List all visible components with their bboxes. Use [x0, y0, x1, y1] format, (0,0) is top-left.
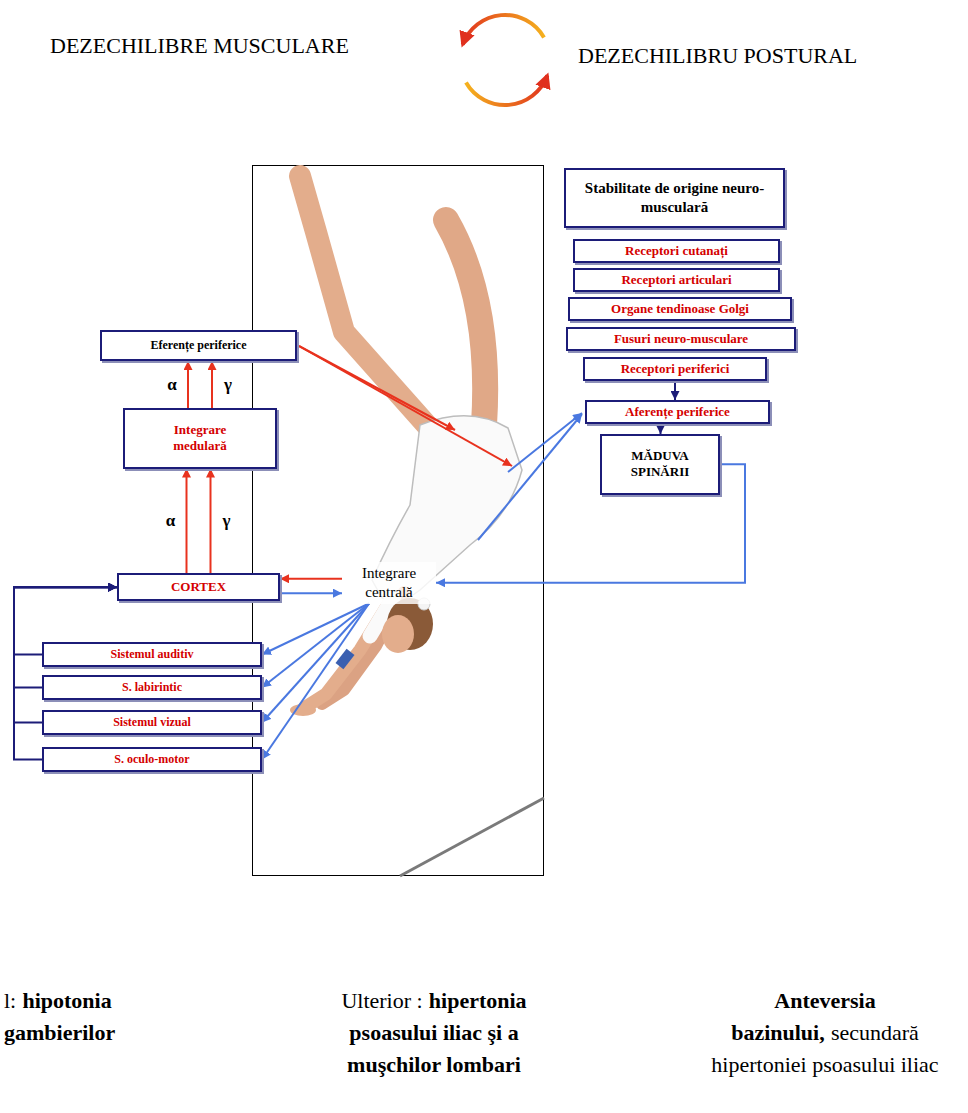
neuro-box: Aferențe periferice [585, 400, 770, 424]
signal-connector [211, 361, 213, 408]
signal-connector [187, 361, 189, 408]
box-text: S. labirintic [50, 680, 254, 695]
signal-connector [14, 587, 117, 687]
beam-line [400, 798, 544, 876]
box-text: Integrare centrală [344, 564, 434, 602]
signal-connector [262, 604, 369, 688]
signal-label: α [166, 512, 176, 529]
afferent-leader-lines [478, 413, 582, 540]
neuro-box: Eferențe periferice [100, 330, 297, 361]
note-block: l:hipotonia gambierilor [4, 985, 182, 1049]
signal-connector [674, 381, 676, 400]
neuro-box: Receptori cutanați [573, 239, 780, 263]
efferent-leader-lines [299, 346, 512, 466]
neuro-box: Integrare medulară [123, 408, 277, 469]
cycle-arrows [463, 15, 548, 105]
signal-label: γ [223, 512, 231, 529]
box-text: Aferențe periferice [593, 404, 762, 420]
box-text: Stabilitate de origine neuro-musculară [572, 179, 777, 217]
neuro-box: Receptori periferici [583, 357, 767, 381]
signal-label: γ [224, 376, 232, 393]
signal-connector [186, 469, 188, 574]
integration-node: Integrare centrală [342, 562, 436, 604]
neuro-box: Sistemul vizual [42, 710, 262, 735]
neuro-box: CORTEX [117, 573, 280, 601]
box-text: MĂDUVA SPINĂRII [608, 448, 712, 481]
signal-connector [660, 424, 662, 434]
photo-frame [253, 166, 544, 876]
signal-connector [210, 469, 212, 574]
signal-connector [262, 604, 369, 723]
neuro-box: S. oculo-motor [42, 747, 262, 772]
note-text: hipotonia gambierilor [4, 988, 115, 1045]
neuro-box: Sistemul auditiv [42, 642, 262, 667]
signal-connector [280, 578, 342, 580]
box-text: Receptori cutanați [581, 243, 772, 259]
box-text: S. oculo-motor [50, 752, 254, 767]
box-text: Sistemul auditiv [50, 647, 254, 662]
gymnast-figure [290, 176, 522, 716]
box-text: Sistemul vizual [50, 715, 254, 730]
note-text: Ulterior : [341, 988, 422, 1013]
neuro-box: MĂDUVA SPINĂRII [600, 434, 720, 495]
neuro-box: Stabilitate de origine neuro-musculară [564, 168, 785, 228]
box-text: Eferențe periferice [108, 338, 289, 353]
box-text: CORTEX [125, 579, 272, 595]
box-text: Integrare medulară [155, 422, 245, 455]
signal-connector [262, 604, 369, 760]
signal-label: α [167, 376, 177, 393]
note-block: Ulterior :hipertonia psoasului iliac şi … [318, 985, 550, 1081]
neuro-box: S. labirintic [42, 675, 262, 700]
note-text: l: [4, 988, 16, 1013]
signal-connector [280, 592, 342, 594]
box-text: Fusuri neuro-musculare [574, 331, 788, 347]
note-text: DEZECHILIBRU POSTURAL [578, 43, 857, 68]
neuro-box: Fusuri neuro-musculare [566, 327, 796, 351]
neuro-box: Receptori articulari [573, 268, 780, 292]
note-block: DEZECHILIBRE MUSCULARE [50, 30, 450, 62]
box-text: Receptori articulari [581, 272, 772, 288]
note-block: DEZECHILIBRU POSTURAL [578, 40, 958, 72]
note-block: Anteversia bazinului,secundară hipertoni… [688, 985, 962, 1081]
signal-connector [262, 604, 369, 655]
note-text: DEZECHILIBRE MUSCULARE [50, 33, 349, 58]
neuro-box: Organe tendinoase Golgi [568, 297, 792, 321]
box-text: Organe tendinoase Golgi [576, 301, 784, 317]
box-text: Receptori periferici [591, 361, 759, 377]
